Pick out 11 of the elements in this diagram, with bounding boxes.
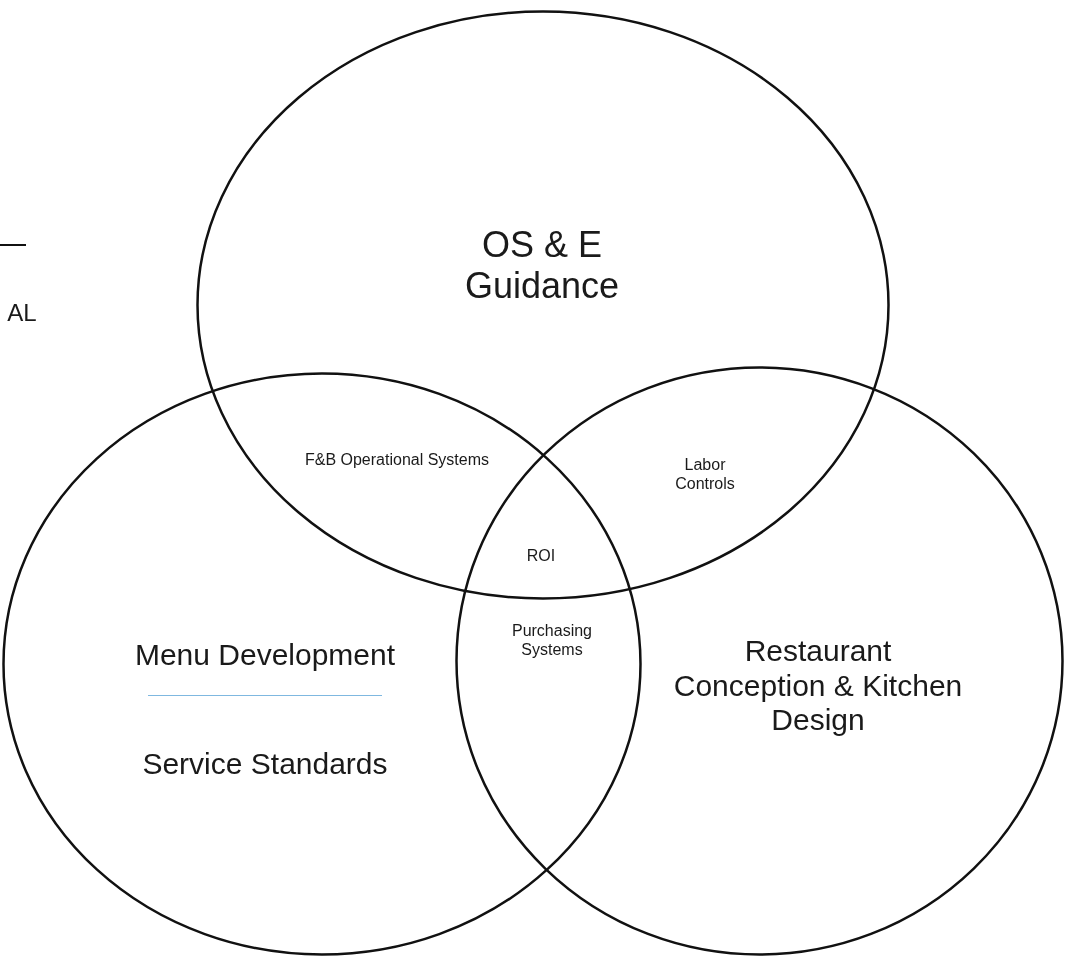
cropped-text: AL — [6, 298, 38, 328]
overlap-label: ROI — [525, 546, 557, 566]
circle-title: OS & E Guidance — [463, 223, 621, 307]
overlap-label: Purchasing Systems — [510, 620, 593, 660]
circle-title: Restaurant Conception & Kitchen Design — [672, 634, 964, 738]
venn-circle — [196, 10, 890, 600]
circle-title: Service Standards — [141, 746, 389, 782]
circle-title: Menu Development — [133, 637, 397, 673]
venn-circle — [2, 372, 642, 956]
overlap-label: F&B Operational Systems — [303, 450, 491, 470]
overlap-label: Labor Controls — [674, 454, 736, 494]
